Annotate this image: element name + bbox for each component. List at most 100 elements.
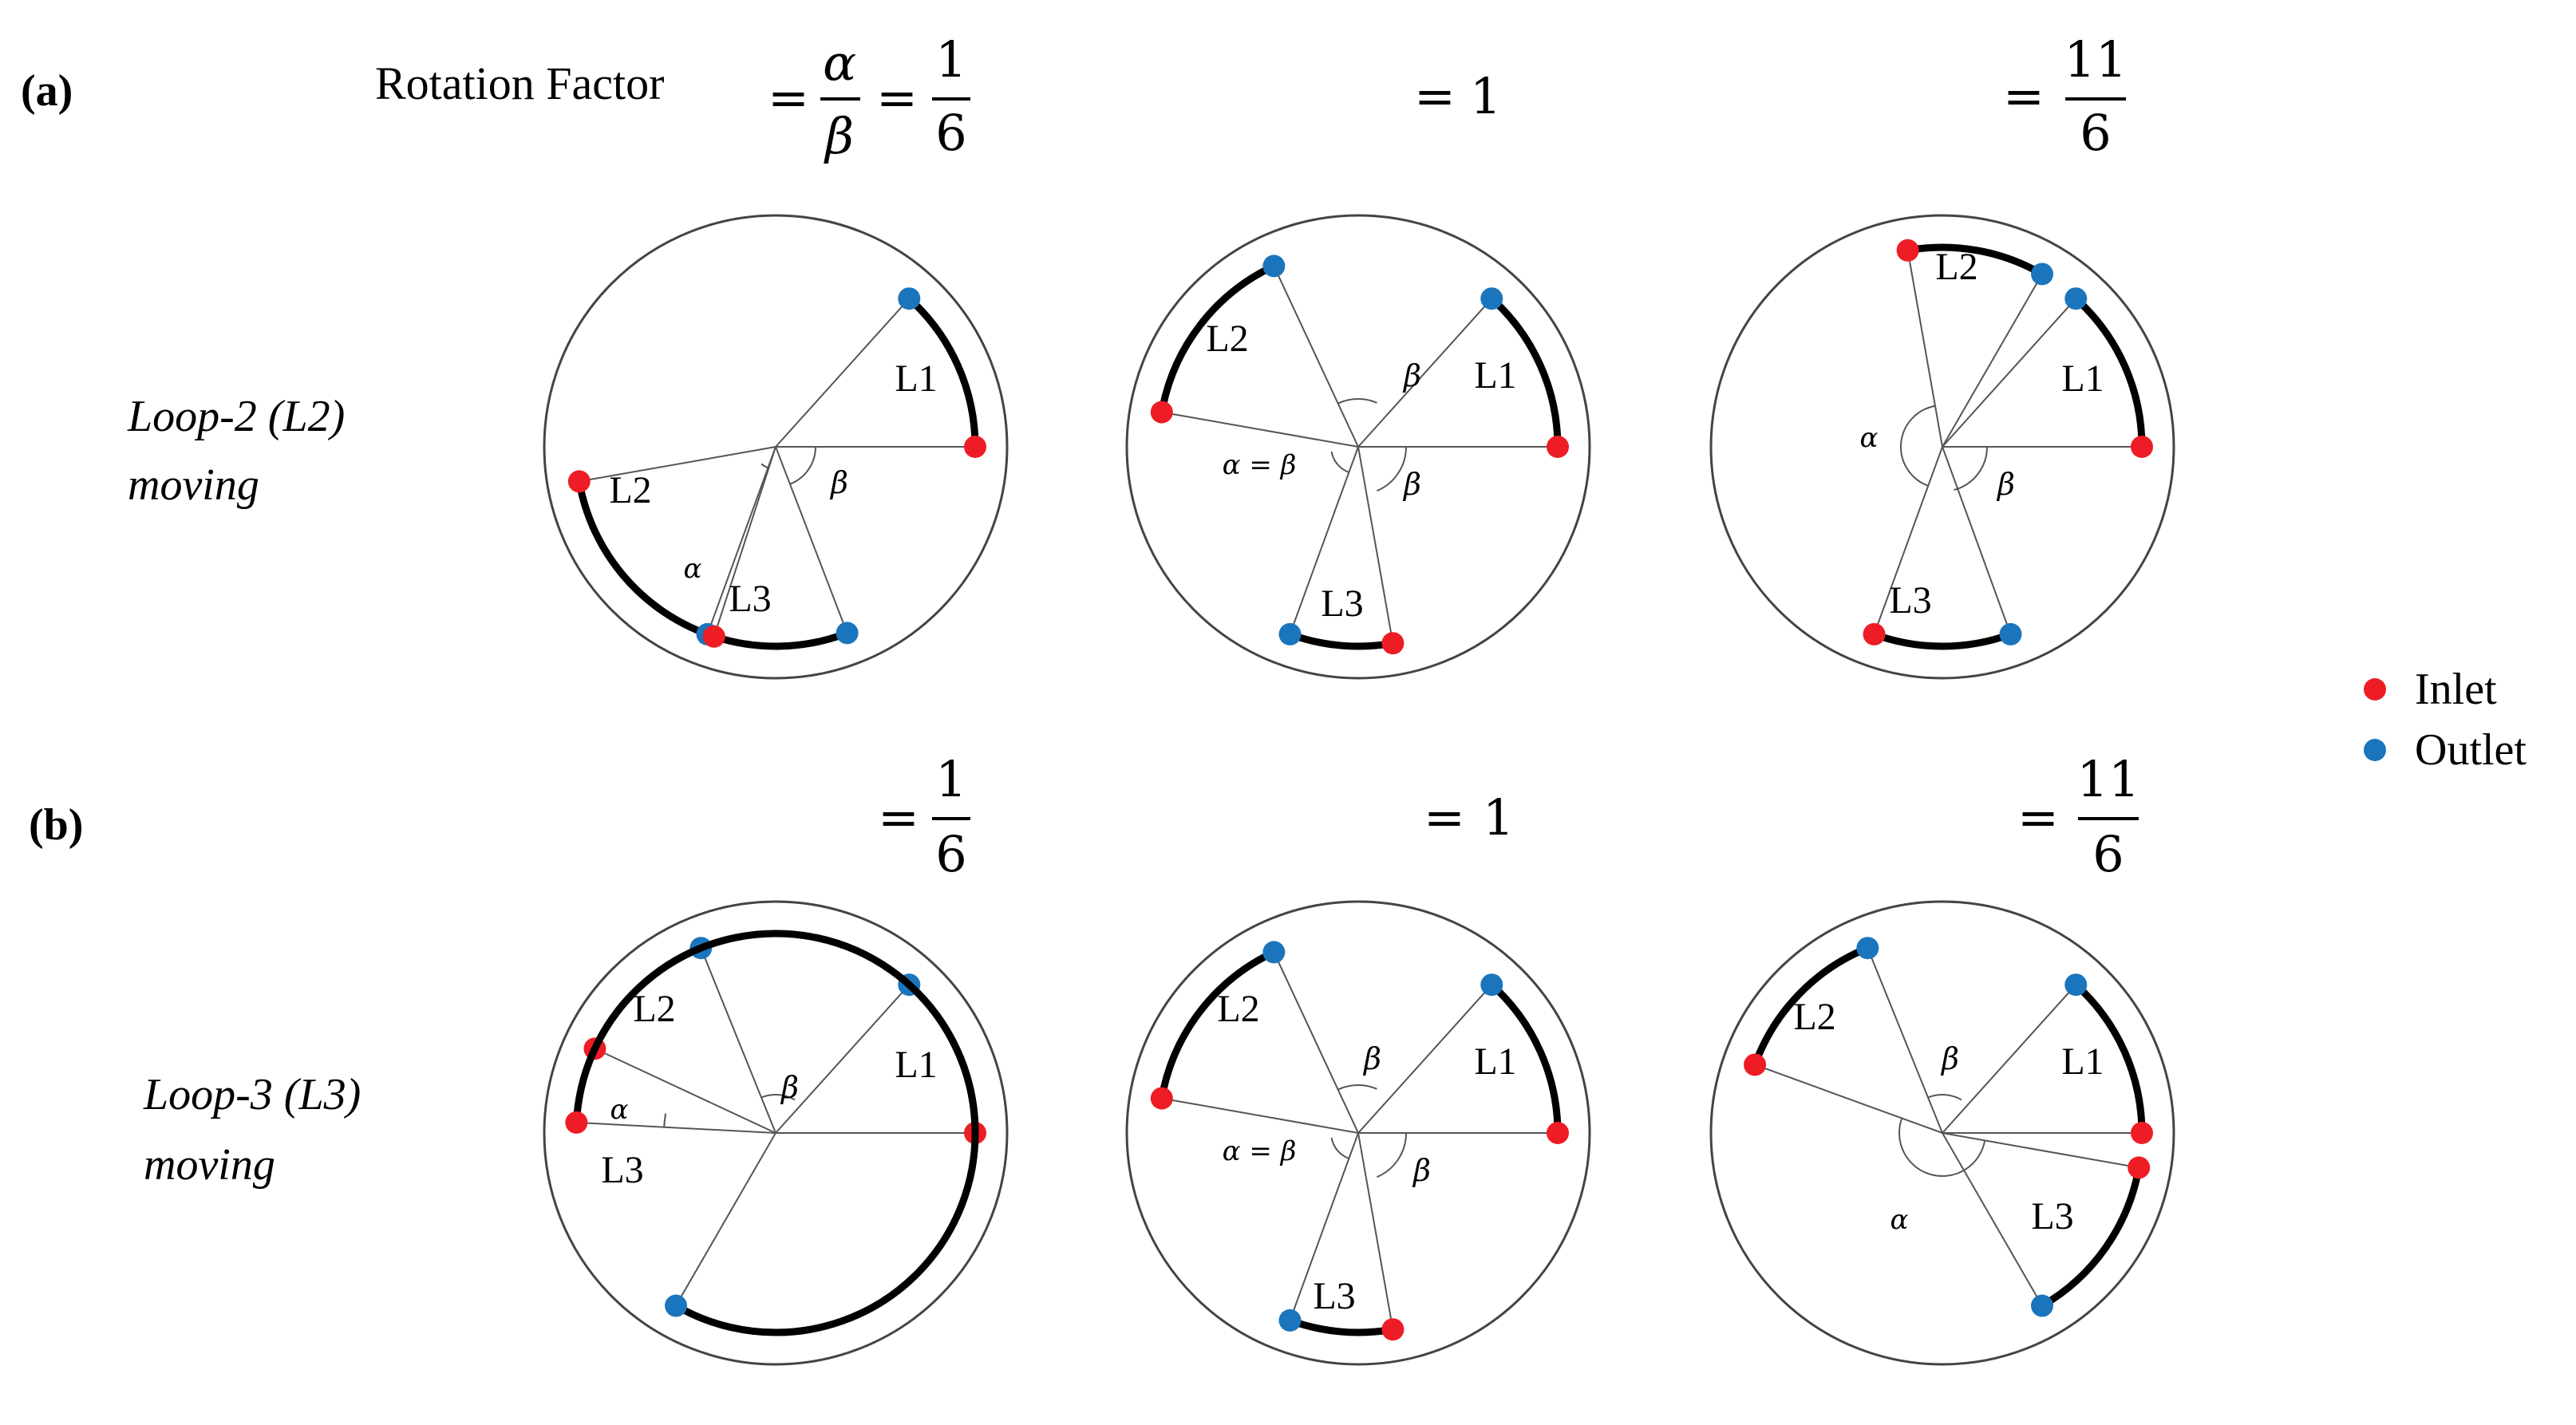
inlet-marker — [1863, 622, 1886, 645]
radial-line — [700, 947, 776, 1134]
loop-label-l3: L3 — [601, 1149, 643, 1191]
fraction-denominator: 6 — [935, 825, 966, 883]
outlet-marker — [1262, 255, 1286, 278]
boundary-circle — [543, 214, 1009, 680]
loop-label-l1: L1 — [895, 1044, 937, 1086]
beta-label: β — [1402, 467, 1421, 502]
rotation-factor-value-a1: = α β = 1 6 — [768, 30, 970, 165]
radial-line — [1942, 984, 2077, 1134]
loop-label-l1: L1 — [895, 357, 937, 400]
angle-arc — [1337, 398, 1377, 405]
inlet-marker — [1150, 401, 1173, 424]
fraction-alpha: α — [823, 34, 856, 92]
panel-label-b: (b) — [29, 800, 83, 850]
inlet-marker — [2131, 1122, 2153, 1144]
loop-label-l2: L2 — [1217, 988, 1259, 1030]
row-a-label-line2: moving — [128, 460, 259, 510]
legend-outlet-label: Outlet — [2415, 725, 2527, 775]
inlet-marker — [1150, 1087, 1173, 1110]
alpha-label: α — [1891, 1204, 1909, 1236]
radial-line — [595, 1048, 776, 1134]
radial-line — [1289, 446, 1359, 635]
outlet-marker — [1999, 622, 2022, 645]
equals-sign: = — [2003, 67, 2045, 125]
radial-line — [1357, 446, 1394, 644]
radial-line — [775, 446, 848, 634]
row-a-label-line1: Loop-2 (L2) — [127, 392, 345, 441]
loop-arc-l3 — [2038, 1163, 2143, 1310]
loop-label-l2: L2 — [633, 988, 675, 1030]
angle-arc — [1954, 446, 1988, 491]
radial-line — [1942, 446, 2012, 635]
inlet-marker — [1896, 239, 1919, 262]
beta-label: β — [780, 1070, 799, 1105]
rotation-factor-label: Rotation Factor — [375, 57, 664, 109]
angle-arc — [761, 1094, 796, 1101]
angle-arc — [1330, 451, 1349, 473]
equals-sign: = — [1414, 67, 1456, 125]
rotation-factor-one: 1 — [1483, 788, 1514, 847]
loop-label-l1: L1 — [1474, 1040, 1516, 1083]
rotation-factor-value-b2: = 1 — [1424, 788, 1514, 847]
angle-arc — [1337, 1084, 1377, 1091]
radial-line — [579, 446, 776, 483]
radial-line — [706, 446, 776, 635]
radial-line — [1942, 1132, 2139, 1169]
inlet-marker — [2128, 1156, 2151, 1179]
loop-arc-l2 — [1158, 948, 1278, 1103]
rotation-factor-value-b1: = 1 6 — [878, 750, 970, 883]
inlet-marker — [1547, 436, 1569, 458]
loop-arc-l3 — [1286, 1316, 1397, 1336]
radial-line — [1357, 1132, 1394, 1330]
radial-line — [775, 298, 911, 448]
loop-label-l3: L3 — [1321, 582, 1363, 625]
alpha-label: α — [1860, 422, 1879, 454]
fraction-numerator: 11 — [2064, 30, 2128, 89]
radial-line — [713, 446, 776, 638]
loop-arc-l3 — [572, 930, 979, 1336]
legend-inlet-marker — [2364, 678, 2386, 701]
beta-label: β — [1940, 1041, 1959, 1076]
radial-line — [675, 1132, 776, 1307]
outlet-marker — [898, 287, 921, 310]
loop-label-l3: L3 — [2031, 1195, 2073, 1238]
alpha_eq_beta-label: α = β — [1223, 449, 1297, 481]
loop-arc-l3 — [1286, 630, 1397, 650]
radial-line — [1357, 984, 1493, 1134]
loop-label-l2: L2 — [1793, 996, 1835, 1038]
radial-line — [1942, 273, 2043, 448]
inlet-marker — [567, 470, 591, 493]
beta-label: β — [829, 465, 848, 500]
legend: Inlet Outlet — [2364, 665, 2527, 775]
angle-arc — [663, 1113, 667, 1127]
inlet-marker — [1547, 1122, 1569, 1144]
fraction-beta: β — [824, 107, 854, 165]
angle-arc — [761, 463, 768, 469]
outlet-marker — [1278, 622, 1302, 645]
loop-arc-l2 — [575, 477, 711, 638]
inlet-marker — [964, 436, 986, 458]
boundary-circle — [1709, 900, 2175, 1366]
loop-arc-l3 — [1870, 630, 2015, 650]
outlet-marker — [2031, 262, 2053, 286]
radial-line — [1942, 298, 2077, 448]
boundary-circle — [543, 900, 1009, 1366]
fraction-denominator: 6 — [2092, 825, 2124, 883]
fraction-numerator: 11 — [2077, 750, 2140, 808]
radial-line — [1161, 1097, 1359, 1134]
outlet-marker — [1278, 1309, 1302, 1332]
beta-label: β — [1412, 1153, 1431, 1188]
inlet-marker — [1381, 632, 1405, 655]
inlet-marker — [2131, 436, 2153, 458]
rotation-factor-value-a3: = 11 6 — [2003, 30, 2127, 162]
radial-line — [1754, 1064, 1943, 1134]
outlet-marker — [2064, 973, 2088, 997]
loop-label-l1: L1 — [2061, 357, 2104, 400]
inlet-marker — [1744, 1053, 1767, 1076]
loop-label-l1: L1 — [1474, 354, 1516, 397]
legend-inlet-label: Inlet — [2415, 665, 2497, 714]
